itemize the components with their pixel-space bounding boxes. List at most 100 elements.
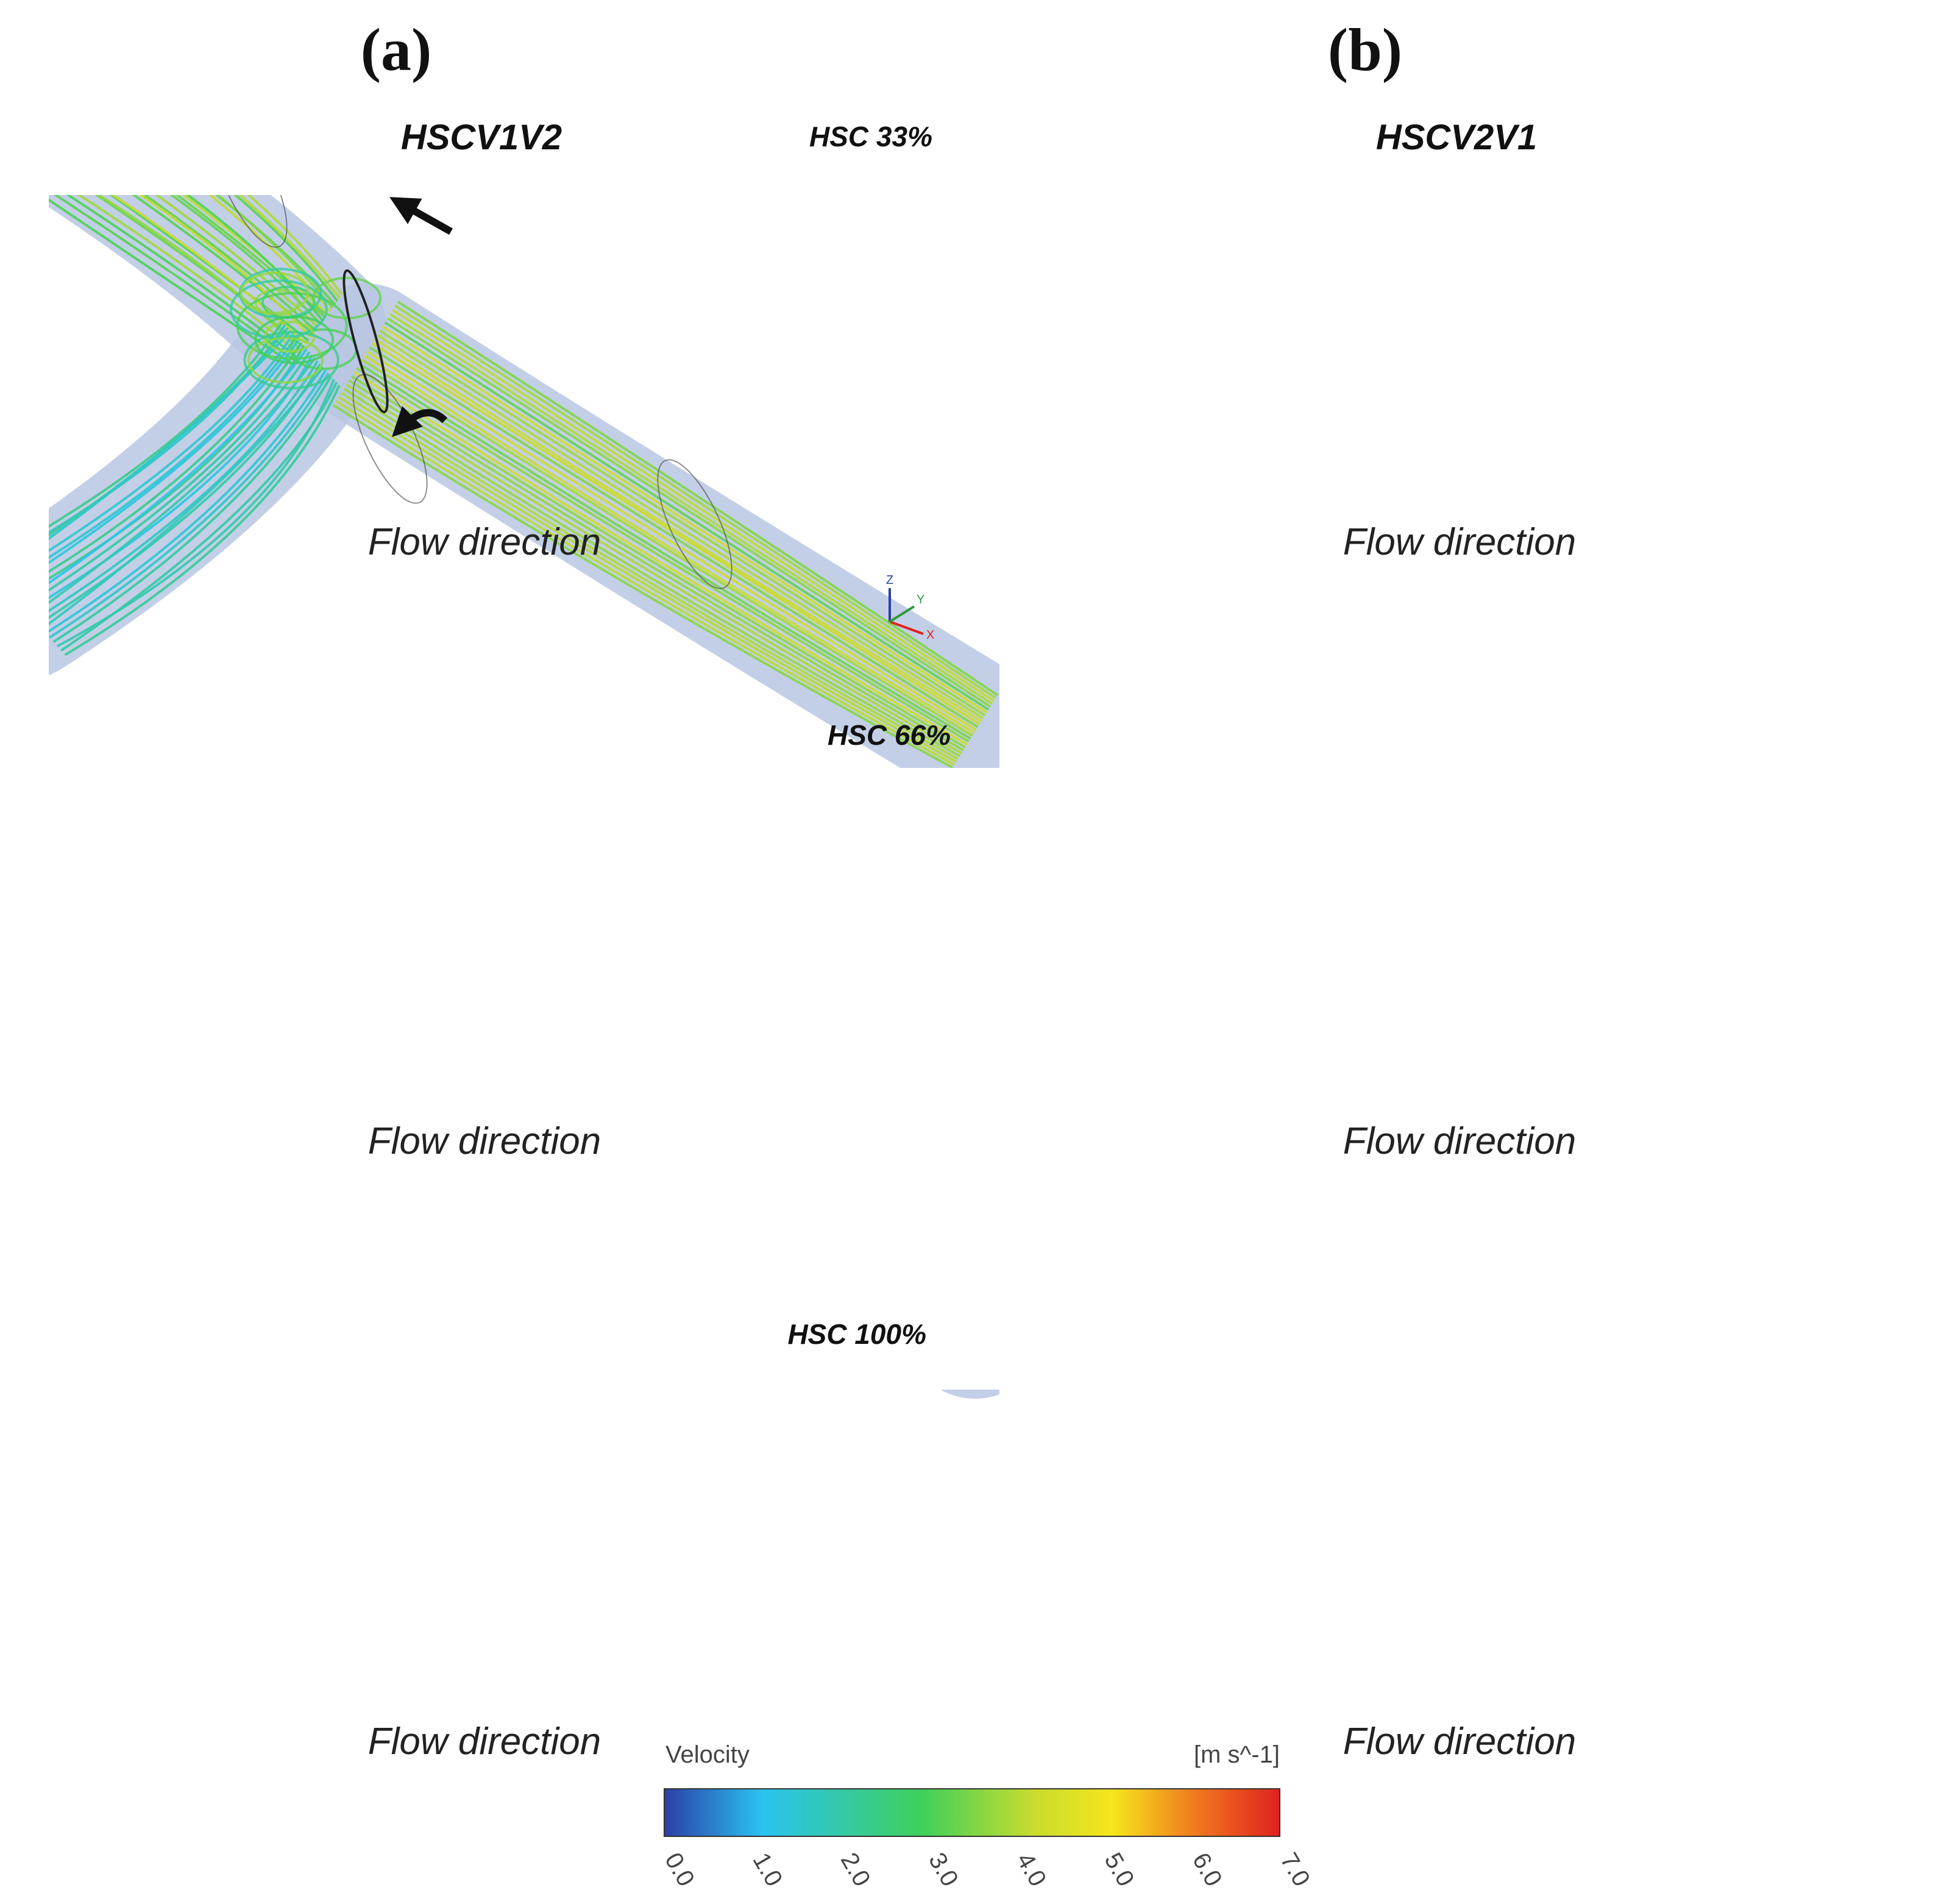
outlet-streamline [1351,924,1944,1310]
axis-label-y: Y [917,1190,924,1204]
outlet-streamline [1310,393,1927,759]
branch-streamline [952,1516,1251,1759]
inlet-streamline [0,1296,308,1535]
axis-label-z: Z [1855,1171,1862,1184]
inlet-streamline [965,74,1292,321]
axis-label-x: X [926,1226,934,1239]
inlet-streamline [0,1273,321,1519]
outlet-streamline [336,998,955,1362]
inlet-streamline [945,102,1277,341]
junction-streamline [249,906,349,967]
axis-label-z: Z [886,1171,893,1184]
branch-streamline [968,1529,1262,1776]
branch-streamline [15,1541,304,1794]
inlet-pipe [957,1280,1286,1524]
outlet-streamline [1354,1517,1944,1904]
inlet-streamline [0,671,323,918]
branch-streamline [57,976,334,1243]
outlet-streamline [350,375,966,748]
outlet-streamline [1315,385,1930,753]
inlet-streamline [0,1310,301,1545]
inlet-streamline [951,689,1282,931]
pipe-section-ring [212,195,288,248]
branch-streamline [0,1522,288,1767]
junction-streamline [287,1516,374,1568]
colorbar-title: Velocity [665,1741,750,1768]
branch-streamline [0,1516,282,1759]
branch-streamline [999,1552,1284,1810]
axis-label-y: Y [917,593,924,606]
inlet-streamline [0,1305,303,1541]
branch-streamline [964,928,1259,1174]
colorbar-tick-label: 6.0 [1187,1849,1227,1891]
junction-streamline [1266,937,1313,965]
branch-streamline [49,1568,328,1832]
branch-streamline [49,330,292,541]
hsc-label-33: HSC 33% [809,121,932,152]
branch-streamline [1026,976,1303,1243]
pipe-section-ring [643,1048,747,1195]
outlet-streamline [1351,327,1944,712]
junction-streamline [1261,890,1355,947]
colorbar-unit: [m s^-1] [1194,1741,1280,1768]
outlet-streamline [333,404,954,768]
inlet-streamline [993,1231,1311,1490]
branch-streamline [972,934,1265,1183]
valve-plate [336,1462,396,1609]
inlet-streamline [0,1315,299,1548]
junction-streamline [275,896,349,940]
flow-arrow-straight [389,197,453,235]
pipe-section-ring [1612,1645,1715,1792]
branch-streamline [1011,367,1292,629]
branch-streamline [54,1571,332,1836]
outlet-streamline [392,308,995,702]
junction-streamline [275,925,358,974]
axis-label-y: Y [1885,593,1893,606]
outlet-streamline [379,329,986,717]
branch-streamline [1034,982,1308,1252]
branch-streamline [64,385,341,656]
colorbar-gradient [664,1788,1280,1837]
inlet-streamline [973,65,1297,314]
inlet-streamline [931,120,1268,353]
branch-streamline [0,1519,285,1763]
inlet-streamline [986,643,1307,899]
axis-y [889,605,915,623]
pipe-section-ring [338,1560,442,1707]
junction-streamline [1216,279,1283,320]
inlet-streamline [969,69,1294,318]
junction-streamline [224,1496,328,1559]
axis-triad: ZXY [886,574,934,642]
inlet-streamline [0,666,325,915]
inlet-streamline [0,1301,306,1538]
outlet-streamline [388,1513,990,1901]
branch-streamline [0,919,282,1162]
junction-streamline [270,895,346,941]
outlet-streamline [341,990,958,1357]
outlet-streamline [1359,911,1944,1301]
branch-streamline [957,325,1254,569]
valve-plate [1305,268,1364,414]
branch-streamline [0,931,293,1179]
branch-streamline [960,328,1257,573]
inlet-streamline [979,55,1302,308]
branch-streamline [972,337,1265,586]
outlet-streamline [1315,982,1930,1351]
outlet-streamline [366,350,977,731]
inlet-streamline [969,666,1294,915]
outlet-streamline [363,354,975,734]
junction-streamline [1240,322,1343,384]
inlet-streamline [0,727,294,957]
panel-a-33: ZXY [49,195,999,768]
inlet-streamline [993,634,1311,892]
inlet-streamline [962,676,1289,922]
junction-streamline [1218,929,1283,968]
outlet-streamline [1318,380,1932,750]
flow-arrow-straight [402,801,451,829]
branch-streamline [30,955,315,1213]
branch-streamline [987,349,1275,603]
junction-streamline [1236,275,1337,336]
branch-streamline [952,322,1251,564]
outlet-streamline [377,1529,983,1904]
branch-streamline [0,1529,293,1776]
